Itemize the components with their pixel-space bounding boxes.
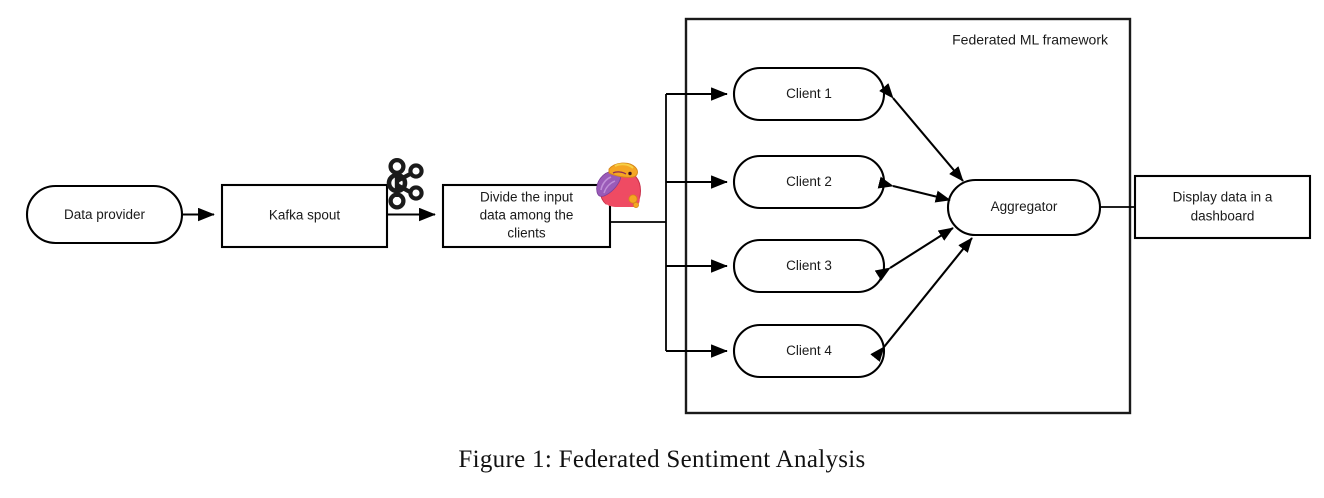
node-dashboard[interactable]: [1133, 174, 1312, 240]
kafka-logo-icon: [386, 157, 424, 210]
node-client-4-label: Client 4: [786, 343, 832, 358]
node-divide-input-line3: clients: [507, 226, 546, 241]
figure-caption: Figure 1: Federated Sentiment Analysis: [458, 446, 866, 473]
node-client-1-label: Client 1: [786, 86, 832, 101]
node-divide-input-line1: Divide the input: [480, 190, 573, 205]
edge-client-3-aggregator: [874, 227, 954, 281]
node-kafka-spout[interactable]: [220, 183, 389, 249]
node-divide-input-line2: data among the: [480, 208, 574, 223]
apache-storm-logo-icon: [596, 162, 641, 208]
node-client-3-label: Client 3: [786, 258, 832, 273]
federated-ml-framework-label: Federated ML framework: [952, 32, 1109, 48]
edge-client-1-aggregator: [879, 83, 964, 182]
edge-client-4-aggregator: [870, 237, 973, 362]
federated-ml-framework-box: [684, 17, 1132, 415]
node-aggregator-label: Aggregator: [991, 199, 1058, 214]
node-dashboard-line1: Display data in a: [1173, 190, 1273, 205]
edge-client-2-aggregator: [877, 176, 951, 203]
node-divide-input[interactable]: [441, 183, 612, 249]
node-data-provider-label: Data provider: [64, 207, 146, 222]
node-kafka-spout-label: Kafka spout: [269, 208, 341, 223]
node-dashboard-line2: dashboard: [1191, 209, 1255, 224]
node-client-2-label: Client 2: [786, 174, 832, 189]
